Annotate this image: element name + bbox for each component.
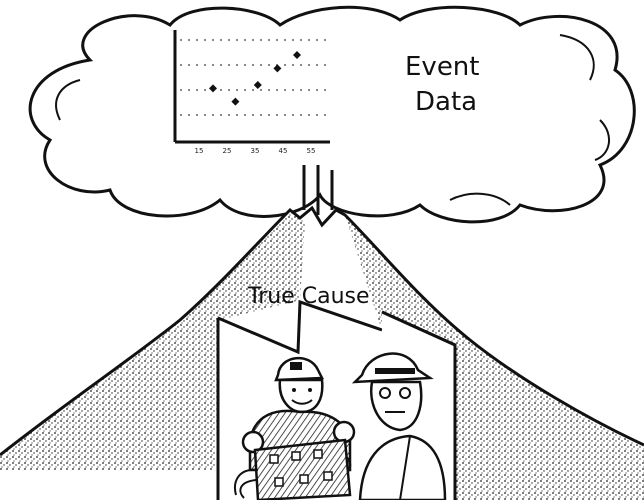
x-tick-label: 15 xyxy=(195,147,204,155)
detective-figure xyxy=(328,352,447,500)
data-point xyxy=(253,81,262,89)
steam-lines xyxy=(302,165,334,215)
x-tick-label: 35 xyxy=(251,147,260,155)
volcano-mountain xyxy=(0,205,644,500)
chart-grid xyxy=(180,39,330,116)
chart-x-tick-labels: 15 25 35 45 55 xyxy=(195,147,316,155)
x-tick-label: 25 xyxy=(223,147,232,155)
data-point xyxy=(209,84,217,93)
event-data-label-line1: Event xyxy=(405,52,479,82)
control-box xyxy=(234,438,352,500)
data-point xyxy=(231,97,240,106)
data-point xyxy=(293,51,301,59)
data-point xyxy=(273,64,282,73)
x-tick-label: 45 xyxy=(279,147,288,155)
event-data-label-line2: Data xyxy=(415,87,477,117)
thought-cloud xyxy=(28,5,636,224)
true-cause-label: True Cause xyxy=(247,284,370,309)
scatter-chart: 15 25 35 45 55 xyxy=(173,30,330,155)
chart-points xyxy=(209,51,301,106)
x-tick-label: 55 xyxy=(307,147,316,155)
